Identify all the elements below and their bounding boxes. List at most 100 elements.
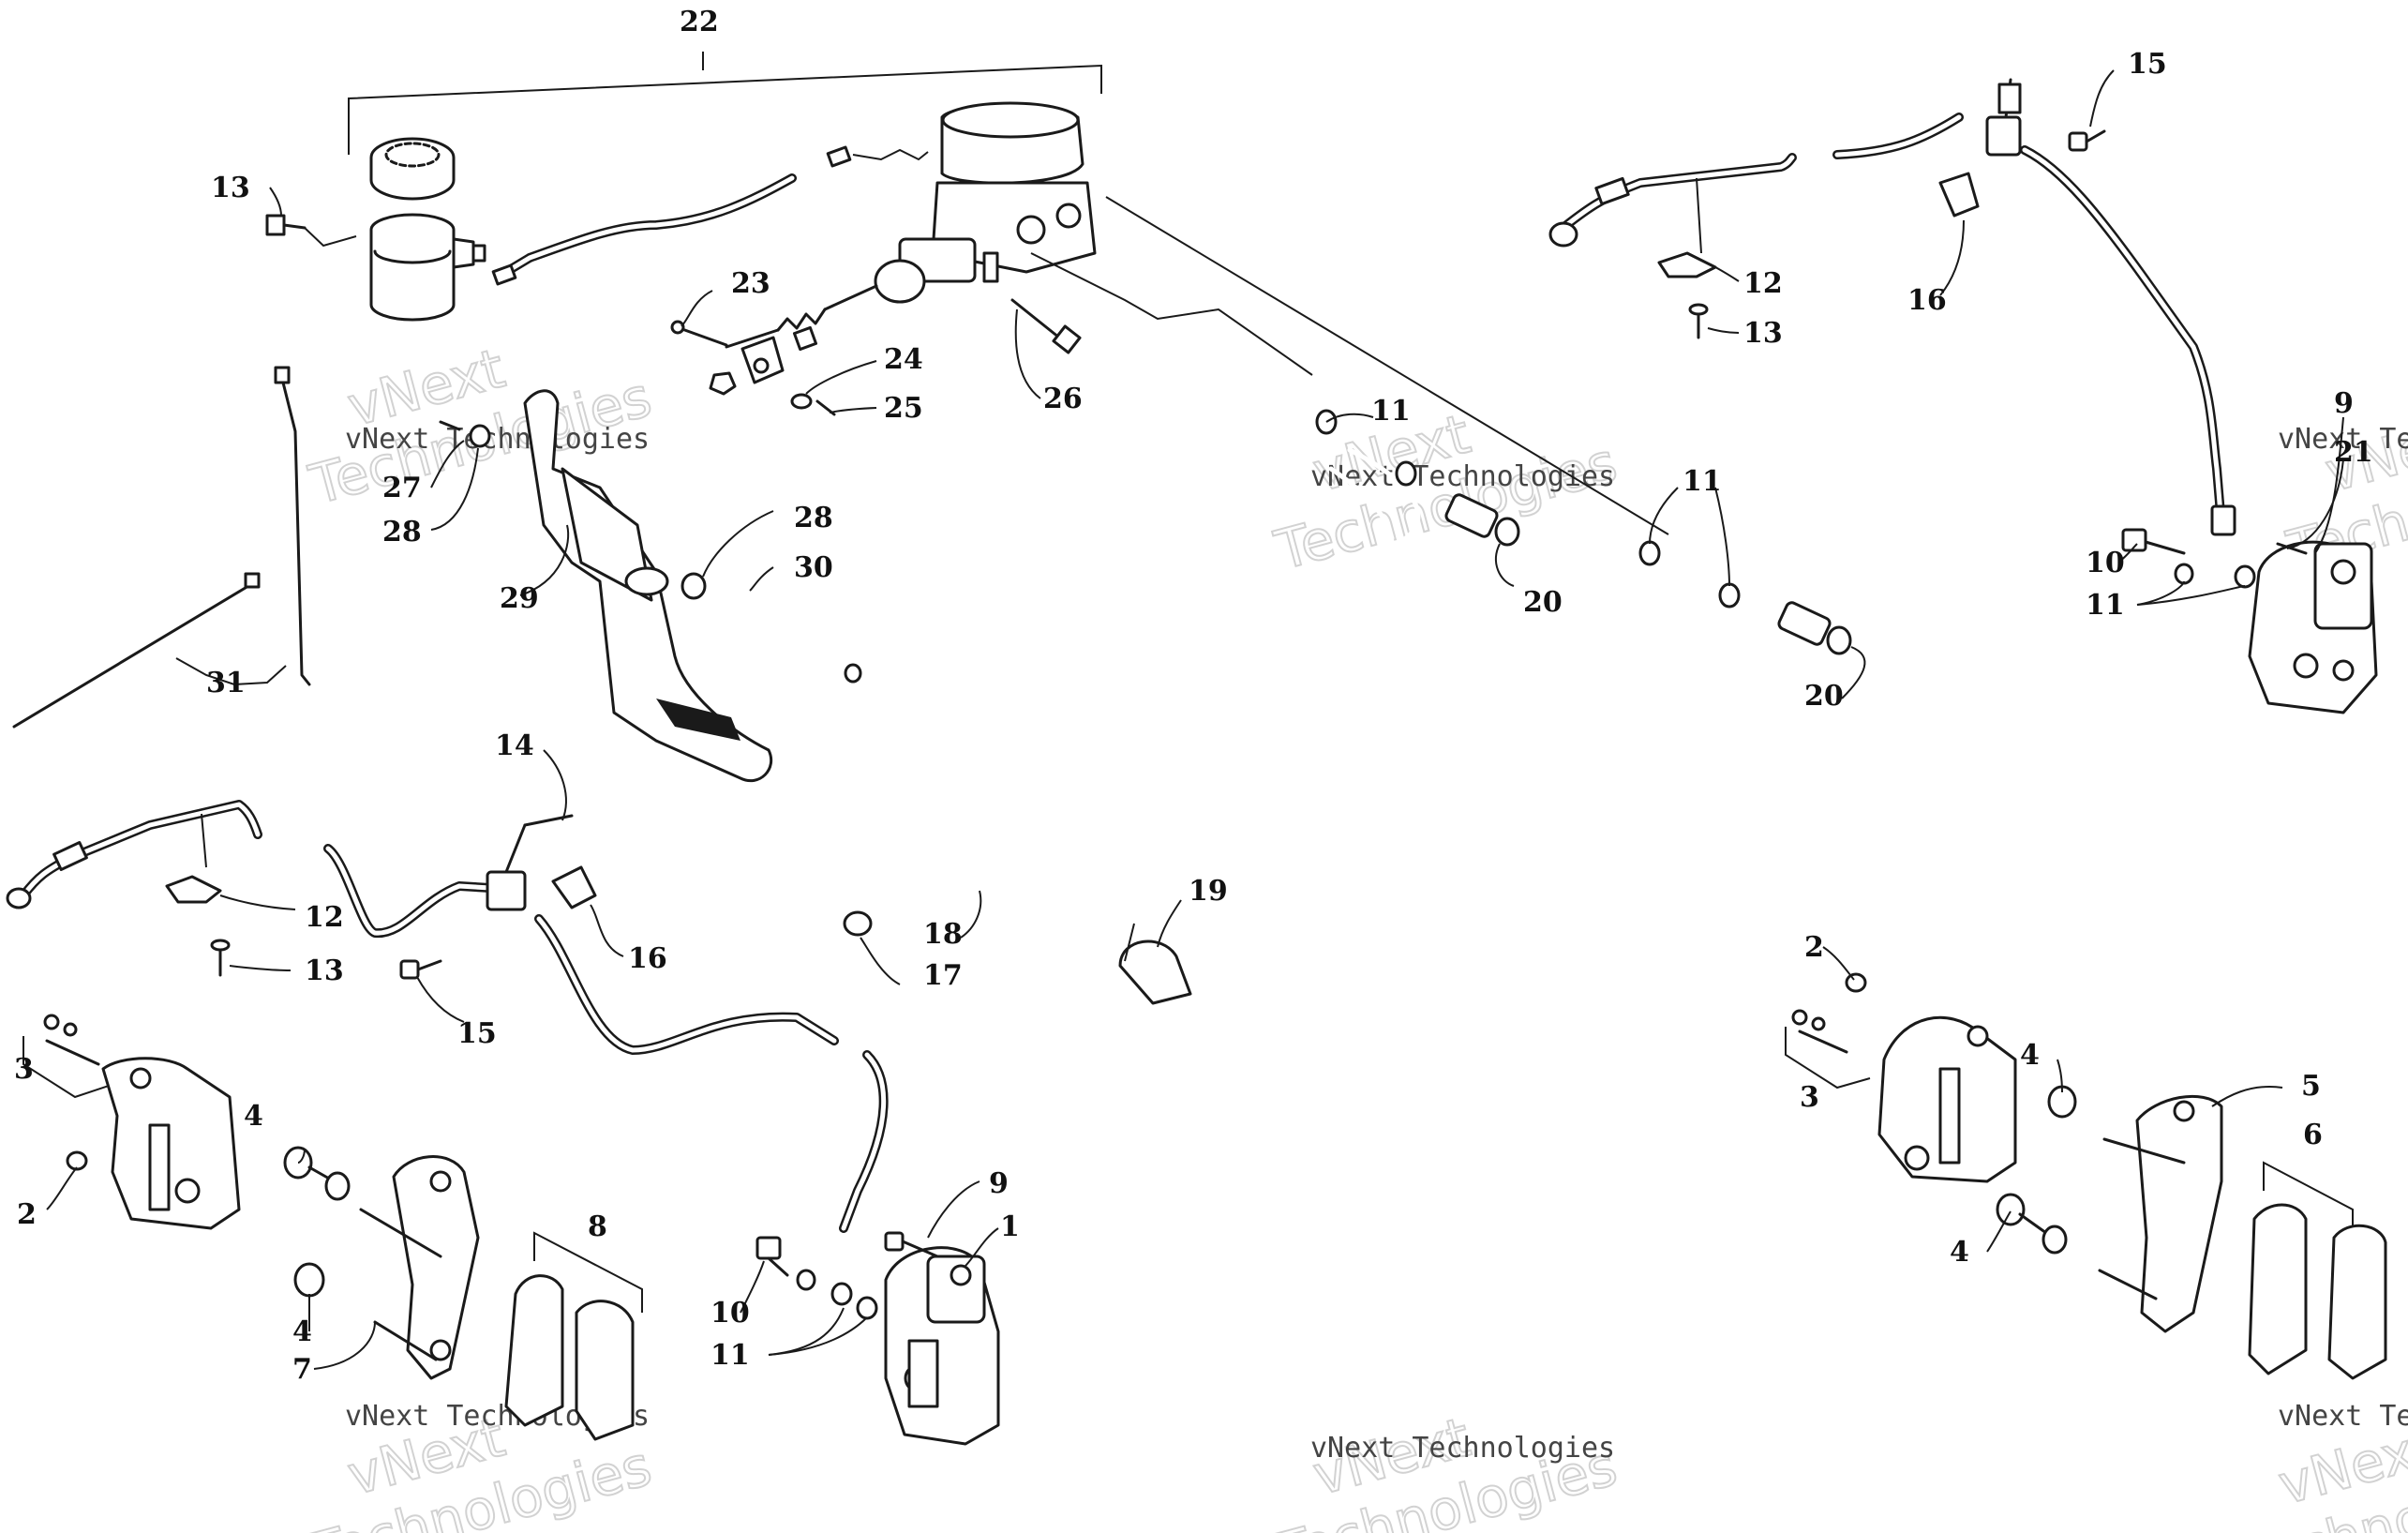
callout-24: 24 <box>884 343 923 376</box>
callout-17: 17 <box>923 959 963 992</box>
callout-5: 5 <box>2301 1070 2321 1103</box>
callout-14: 14 <box>495 729 534 762</box>
bracket-bolt-left <box>399 959 442 980</box>
callout-labels: 1 2 2 2 3 3 4 4 4 4 5 6 7 8 9 9 10 10 11… <box>14 6 2373 1386</box>
callout-4-right-upper: 4 <box>2020 1039 2040 1072</box>
callout-25: 25 <box>884 392 923 425</box>
callout-22: 22 <box>680 6 719 38</box>
master-cylinder-assembly <box>265 52 1102 416</box>
left-caliper-assembly <box>22 1014 643 1441</box>
clevis-assembly <box>740 325 818 384</box>
watermark-caption-bottom-center: vNext Technologies <box>1310 1432 1615 1465</box>
callout-26: 26 <box>1043 383 1083 415</box>
hose-clip-left <box>165 875 222 904</box>
callout-4-right-lower: 4 <box>1950 1236 1969 1269</box>
line-clamp <box>1118 939 1192 1005</box>
callout-13-left: 13 <box>305 954 344 987</box>
callout-16-left: 16 <box>628 942 667 975</box>
caliper-bolt-center <box>884 1231 939 1258</box>
brake-tee-right <box>1985 115 2022 157</box>
right-brake-lines <box>1548 78 2236 536</box>
clevis-washer <box>790 393 813 410</box>
callout-9-right: 9 <box>2334 387 2354 420</box>
callout-21: 21 <box>2334 436 2373 469</box>
bleeder-valve-right <box>2276 542 2308 555</box>
master-cylinder-body <box>725 101 1097 349</box>
callout-10-center: 10 <box>710 1297 750 1330</box>
callout-23: 23 <box>731 267 770 300</box>
brake-pedal-assembly <box>439 389 862 783</box>
caliper-plug-right <box>1845 972 1867 993</box>
hose-clip-right <box>1657 251 1717 278</box>
caliper-bracket-left <box>392 1155 480 1380</box>
callout-15-right: 15 <box>2128 48 2167 81</box>
callout-11-right: 11 <box>2086 589 2125 622</box>
pedal-pivot-bolt <box>738 583 862 684</box>
callout-4-left-upper: 4 <box>244 1100 263 1133</box>
callout-19: 19 <box>1189 875 1228 908</box>
callout-1: 1 <box>1000 1210 1020 1243</box>
main-brake-lines <box>803 147 2050 1072</box>
left-front-caliper <box>755 1231 1000 1446</box>
callout-3-right: 3 <box>1800 1081 1819 1114</box>
callout-29: 29 <box>500 582 539 615</box>
callout-18: 18 <box>923 918 963 951</box>
callout-20-bottom: 20 <box>1804 680 1844 713</box>
bracket-bolt-right <box>2068 129 2106 152</box>
watermark-top-left: vNext Technologies <box>302 335 658 518</box>
clevis-nut <box>709 371 737 396</box>
watermark-caption-top-center: vNext Technologies <box>1310 460 1615 493</box>
callout-2-left: 2 <box>17 1198 37 1231</box>
cable-ties <box>12 366 311 729</box>
brake-switch-2 <box>1777 601 1852 655</box>
callout-2-right: 2 <box>1804 931 1824 964</box>
callout-28-center: 28 <box>794 502 833 534</box>
right-caliper-assembly <box>1785 972 2387 1380</box>
brake-pad-right-1 <box>2248 1203 2308 1375</box>
watermark-caption-top-left: vNext Technologies <box>345 423 650 456</box>
callout-8: 8 <box>588 1210 607 1243</box>
caliper-plug-left <box>66 1150 88 1171</box>
caliper-pin-right <box>1996 1193 2068 1255</box>
callout-11-mid: 11 <box>1683 465 1722 498</box>
pedal-washer <box>681 572 707 600</box>
brake-switch-1 <box>1444 493 1520 547</box>
callout-4-left-lower: 4 <box>292 1315 312 1348</box>
callout-6: 6 <box>2303 1119 2323 1151</box>
callout-12-left: 12 <box>305 901 344 934</box>
callout-9-center: 9 <box>989 1167 1009 1200</box>
reservoir-cap <box>369 137 456 201</box>
hose-retainer-right <box>1938 172 1980 218</box>
callout-13-top: 13 <box>211 172 250 204</box>
callout-13-right: 13 <box>1743 317 1783 350</box>
brake-fluid-reservoir <box>369 213 486 322</box>
callout-10-right: 10 <box>2086 547 2125 579</box>
clevis-pin <box>670 320 728 347</box>
brake-pad-right-2 <box>2327 1224 2387 1380</box>
brake-pad-left-1 <box>504 1274 564 1427</box>
callout-3-left: 3 <box>14 1053 34 1086</box>
callout-20-top: 20 <box>1523 586 1563 619</box>
master-cylinder-bolt <box>1010 298 1082 354</box>
callout-11-top: 11 <box>1371 395 1411 428</box>
callout-7: 7 <box>292 1353 312 1386</box>
pedal-spring-bolt <box>439 420 491 448</box>
left-brake-lines <box>6 800 889 1233</box>
brake-pad-left-2 <box>575 1300 635 1441</box>
callout-27: 27 <box>382 472 422 504</box>
callout-15-left: 15 <box>457 1017 497 1050</box>
grommet <box>843 910 873 937</box>
brake-tee-left <box>486 870 527 911</box>
watermark-caption-bottom-right: vNext Technologies <box>2278 1400 2408 1433</box>
callout-leaders <box>46 69 2344 1370</box>
callout-11-center: 11 <box>710 1339 750 1372</box>
watermark-bottom-center: vNext Technologies <box>1267 1404 1623 1533</box>
right-front-caliper <box>2121 528 2378 714</box>
callout-31: 31 <box>206 667 246 699</box>
reservoir-screw <box>265 214 357 248</box>
banjo-bolt-right <box>2121 528 2186 555</box>
callout-16-right: 16 <box>1907 284 1947 317</box>
hose-retainer-left <box>551 865 597 909</box>
banjo-bolt-center <box>755 1236 789 1277</box>
